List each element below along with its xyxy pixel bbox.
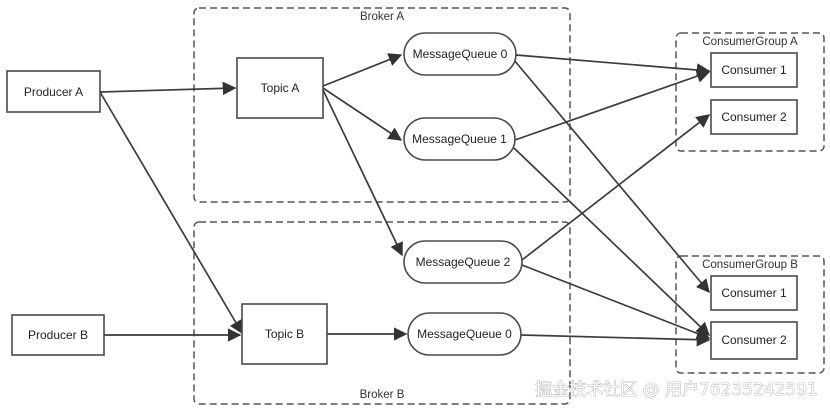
edge-producer-a-to-topic-a	[99, 81, 237, 96]
message-queue-b0-node: MessageQueue 0	[407, 312, 522, 356]
edge-mq-a1-to-cgb-consumer2	[513, 147, 710, 336]
topic-a-label: Topic A	[261, 81, 300, 95]
edge-topic-a-to-mq-a0	[322, 53, 403, 87]
edge-mq-b0-to-cgb-consumer2	[520, 332, 711, 347]
message-queue-a0-node: MessageQueue 0	[403, 32, 517, 76]
broker-a-group: Broker A	[193, 7, 571, 203]
message-queue-b0-label: MessageQueue 0	[417, 327, 512, 341]
producer-b-node: Producer B	[11, 314, 105, 356]
consumer-group-b-consumer-1-label: Consumer 1	[721, 286, 787, 300]
consumer-group-a-consumer-1-label: Consumer 1	[721, 63, 787, 77]
edge-mq-a0-to-cgb-consumer1	[513, 59, 710, 294]
message-queue-a2-node: MessageQueue 2	[403, 240, 523, 284]
edge-mq-a2-to-cga-consumer2	[521, 114, 711, 261]
consumer-group-b-consumer-2-node: Consumer 2	[710, 321, 798, 360]
watermark-text: 掘金技术社区 @ 用户76235242591	[535, 380, 818, 400]
producer-a-node: Producer A	[6, 70, 101, 113]
producer-a-label: Producer A	[24, 85, 83, 99]
consumer-group-b-label: ConsumerGroup B	[702, 259, 798, 271]
edge-mq-a0-to-cga-consumer1	[515, 54, 711, 77]
edge-mq-a2-to-cgb-consumer2	[521, 264, 711, 340]
consumer-group-b-consumer-2-label: Consumer 2	[721, 333, 787, 347]
edge-producer-a-to-topic-b	[99, 91, 243, 335]
message-queue-a0-label: MessageQueue 0	[413, 47, 508, 61]
producer-b-label: Producer B	[28, 328, 88, 342]
consumer-group-b-consumer-1-node: Consumer 1	[710, 275, 798, 311]
topic-b-node: Topic B	[241, 303, 328, 365]
message-queue-a1-label: MessageQueue 1	[412, 132, 507, 146]
edges-layer	[99, 53, 711, 347]
topic-a-node: Topic A	[236, 57, 324, 119]
consumer-group-a-consumer-2-label: Consumer 2	[721, 110, 787, 124]
consumer-group-a-consumer-1-node: Consumer 1	[710, 52, 798, 88]
consumer-group-b-group: ConsumerGroup B	[675, 255, 825, 374]
edge-topic-a-to-mq-a2	[322, 89, 403, 257]
message-queue-a2-label: MessageQueue 2	[416, 255, 511, 269]
edge-mq-a1-to-cga-consumer1	[514, 69, 711, 141]
topic-b-label: Topic B	[265, 327, 304, 341]
message-queue-a1-node: MessageQueue 1	[403, 117, 516, 161]
broker-a-label: Broker A	[360, 11, 404, 23]
broker-b-label: Broker B	[360, 389, 405, 401]
broker-b-group: Broker B	[193, 221, 571, 405]
consumer-group-a-group: ConsumerGroup A	[675, 32, 825, 152]
consumer-group-a-label: ConsumerGroup A	[702, 36, 798, 48]
edge-topic-a-to-mq-a1	[322, 87, 403, 141]
consumer-group-a-consumer-2-node: Consumer 2	[710, 99, 798, 135]
